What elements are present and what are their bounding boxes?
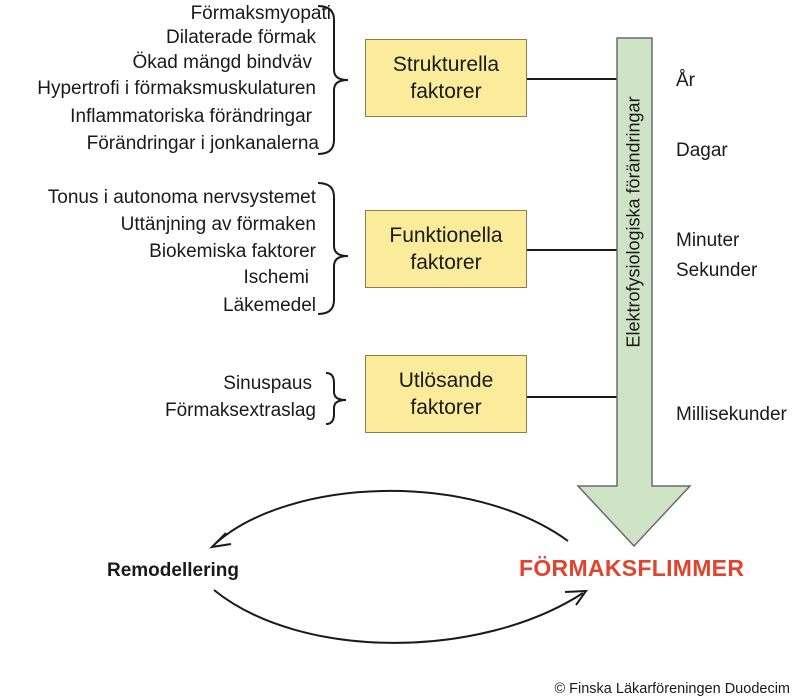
functional-item: Biokemiska faktorer <box>149 241 316 262</box>
structural-item: Inflammatoriska förändringar <box>70 106 312 127</box>
remodeling-arc-bottom <box>213 589 584 644</box>
functional-item: Ischemi <box>243 267 309 288</box>
trigger-item: Sinuspaus <box>223 373 312 394</box>
copyright-notice: © Finska Läkarföreningen Duodecim <box>554 681 790 697</box>
structural-item: Förändringar i jonkanalerna <box>86 133 319 154</box>
box-label: Strukturella <box>392 53 500 76</box>
structural-item: Förmaksmyopati <box>190 3 331 24</box>
functional-item: Läkemedel <box>223 295 316 316</box>
atrial-fibrillation-label: FÖRMAKSFLIMMER <box>519 555 745 581</box>
trigger-item: Förmaksextraslag <box>165 400 316 421</box>
arrowhead-to-remodeling <box>209 532 232 549</box>
timescale-label: Sekunder <box>676 260 758 281</box>
functional-brace <box>317 182 349 315</box>
functional-item: Uttänjning av förmaken <box>120 214 316 235</box>
box-label: faktorer <box>410 80 482 103</box>
functional-factors-box: Funktionella faktorer <box>365 210 527 288</box>
structural-factors-box: Strukturella faktorer <box>365 39 527 117</box>
box-label: faktorer <box>410 396 482 419</box>
trigger-factors-box: Utlösande faktorer <box>365 355 527 433</box>
timescale-label: Dagar <box>676 140 728 161</box>
trigger-brace <box>325 372 347 425</box>
structural-item: Ökad mängd bindväv <box>132 52 312 73</box>
timescale-label: Millisekunder <box>676 404 787 425</box>
arrow-label: Elektrofysiologiska förändringar <box>623 96 644 348</box>
timescale-label: Minuter <box>676 230 740 251</box>
structural-item: Hypertrofi i förmaksmuskulaturen <box>37 78 316 99</box>
timescale-label: År <box>676 70 695 91</box>
remodeling-arc-top <box>215 490 569 544</box>
functional-item: Tonus i autonoma nervsystemet <box>47 187 316 208</box>
arrowhead-to-afib <box>564 589 589 606</box>
remodeling-label: Remodellering <box>107 560 239 581</box>
box-label: Funktionella <box>389 224 503 247</box>
electrophysiology-arrow <box>576 37 692 548</box>
structural-brace <box>317 5 349 155</box>
box-label: Utlösande <box>398 369 494 392</box>
structural-item: Dilaterade förmak <box>166 27 316 48</box>
box-label: faktorer <box>410 251 482 274</box>
